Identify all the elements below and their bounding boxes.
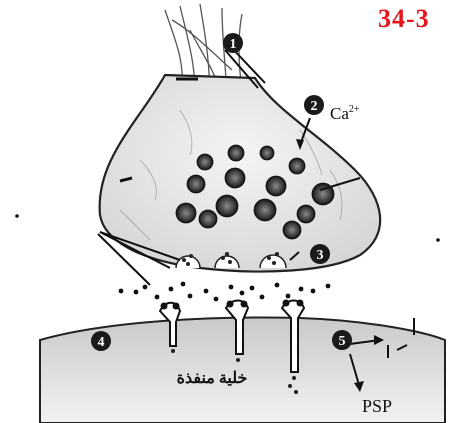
marker-5: 5 <box>332 330 352 350</box>
svg-text:5: 5 <box>339 334 346 349</box>
svg-text:1: 1 <box>230 37 237 52</box>
svg-text:3: 3 <box>317 248 324 263</box>
psp-label: PSP <box>362 396 392 416</box>
svg-text:4: 4 <box>98 335 105 350</box>
cell-label: خلية منفذة <box>177 370 248 387</box>
marker-3: 3 <box>310 244 330 264</box>
svg-text:2: 2 <box>311 99 318 114</box>
marker-4: 4 <box>91 331 111 351</box>
marker-1: 1 <box>223 33 243 53</box>
calcium-label: Ca2+ <box>330 104 360 123</box>
marker-2: 2 <box>304 95 324 115</box>
